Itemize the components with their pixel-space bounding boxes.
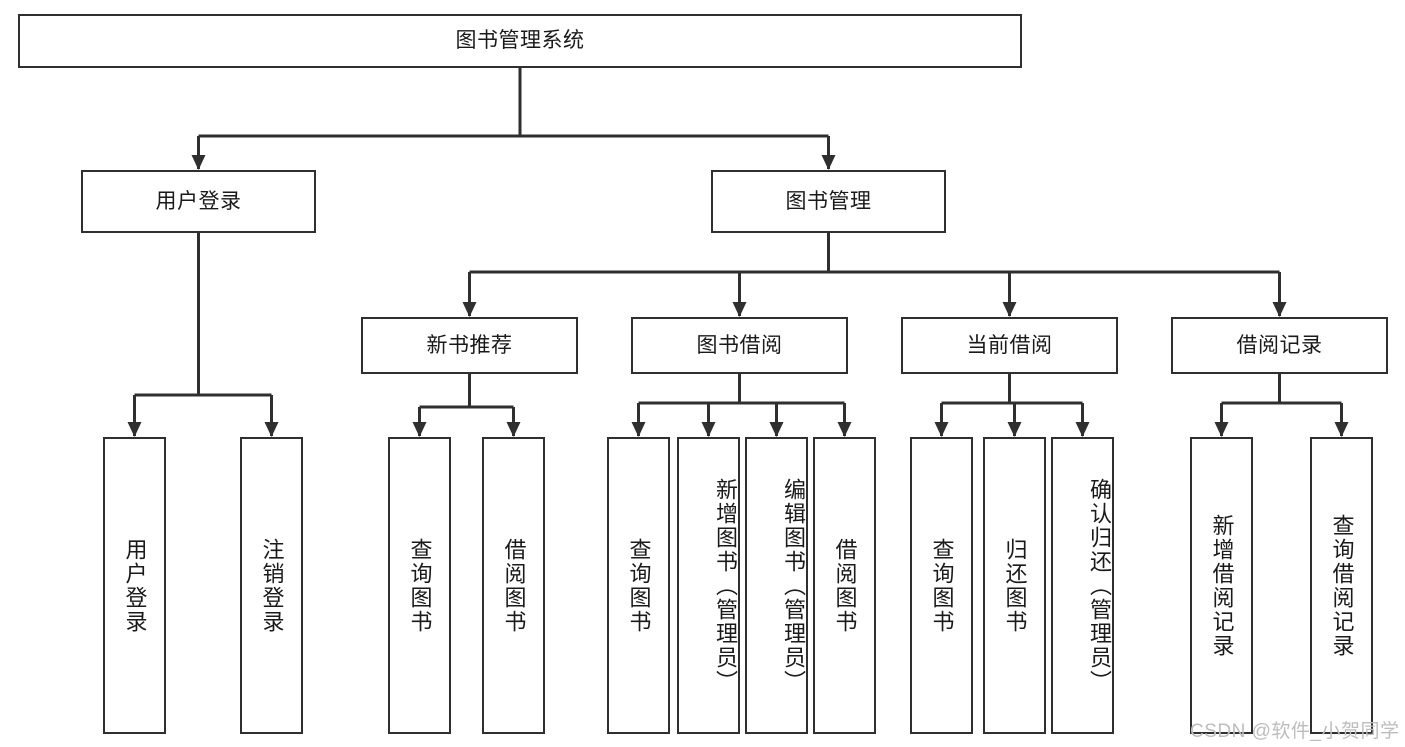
node-leaf-5[interactable]: 新增图书（管理员）: [677, 437, 740, 734]
arrowhead: [701, 422, 716, 437]
arrowhead: [412, 422, 427, 437]
arrowhead: [1002, 302, 1017, 317]
node-label: 图书管理系统: [455, 29, 585, 53]
node-level2-0[interactable]: 用户登录: [81, 170, 316, 233]
node-label: 图书借阅: [696, 333, 783, 357]
node-level2-1[interactable]: 图书管理: [711, 170, 946, 233]
node-level3-3[interactable]: 借阅记录: [1171, 317, 1388, 374]
node-label: 查询借阅记录: [1329, 513, 1355, 658]
arrowhead: [264, 422, 279, 437]
arrowhead: [821, 155, 836, 170]
arrowhead: [191, 155, 206, 170]
node-leaf-0[interactable]: 用户登录: [103, 437, 166, 734]
node-leaf-11[interactable]: 新增借阅记录: [1190, 437, 1253, 734]
node-leaf-6[interactable]: 编辑图书（管理员）: [745, 437, 808, 734]
node-leaf-3[interactable]: 借阅图书: [482, 437, 545, 734]
arrowhead: [1007, 422, 1022, 437]
arrowhead: [769, 422, 784, 437]
node-leaf-1[interactable]: 注销登录: [240, 437, 303, 734]
node-label: 编辑图书（管理员）: [781, 477, 806, 694]
node-leaf-9[interactable]: 归还图书: [983, 437, 1046, 734]
node-level3-1[interactable]: 图书借阅: [631, 317, 848, 374]
node-label: 新书推荐: [426, 333, 513, 357]
arrowhead: [631, 422, 646, 437]
arrowhead: [506, 422, 521, 437]
node-root[interactable]: 图书管理系统: [18, 14, 1022, 68]
node-label: 查询图书: [407, 537, 433, 634]
arrowhead: [732, 302, 747, 317]
node-label: 借阅记录: [1236, 333, 1323, 357]
node-label: 查询图书: [929, 537, 955, 634]
node-label: 用户登录: [155, 189, 242, 213]
node-label: 用户登录: [122, 537, 148, 634]
node-leaf-7[interactable]: 借阅图书: [813, 437, 876, 734]
arrowhead: [1334, 422, 1349, 437]
node-label: 注销登录: [259, 537, 285, 634]
node-leaf-12[interactable]: 查询借阅记录: [1310, 437, 1373, 734]
node-leaf-10[interactable]: 确认归还（管理员）: [1051, 437, 1114, 734]
arrowhead: [1214, 422, 1229, 437]
arrowhead: [934, 422, 949, 437]
node-label: 新增图书（管理员）: [713, 477, 738, 694]
node-label: 当前借阅: [966, 333, 1053, 357]
node-label: 图书管理: [785, 189, 872, 213]
node-leaf-4[interactable]: 查询图书: [607, 437, 670, 734]
node-label: 归还图书: [1002, 537, 1028, 634]
arrowhead: [127, 422, 142, 437]
csdn-watermark: CSDN @软件_小贺同学: [1190, 721, 1400, 742]
node-label: 借阅图书: [501, 537, 527, 634]
node-label: 确认归还（管理员）: [1087, 477, 1112, 694]
node-leaf-8[interactable]: 查询图书: [910, 437, 973, 734]
arrowhead: [1272, 302, 1287, 317]
node-label: 查询图书: [626, 537, 652, 634]
node-level3-2[interactable]: 当前借阅: [901, 317, 1118, 374]
arrowhead: [1075, 422, 1090, 437]
arrowhead: [837, 422, 852, 437]
node-label: 借阅图书: [832, 537, 858, 634]
node-label: 新增借阅记录: [1209, 513, 1235, 658]
arrowhead: [462, 302, 477, 317]
node-level3-0[interactable]: 新书推荐: [361, 317, 578, 374]
node-leaf-2[interactable]: 查询图书: [388, 437, 451, 734]
